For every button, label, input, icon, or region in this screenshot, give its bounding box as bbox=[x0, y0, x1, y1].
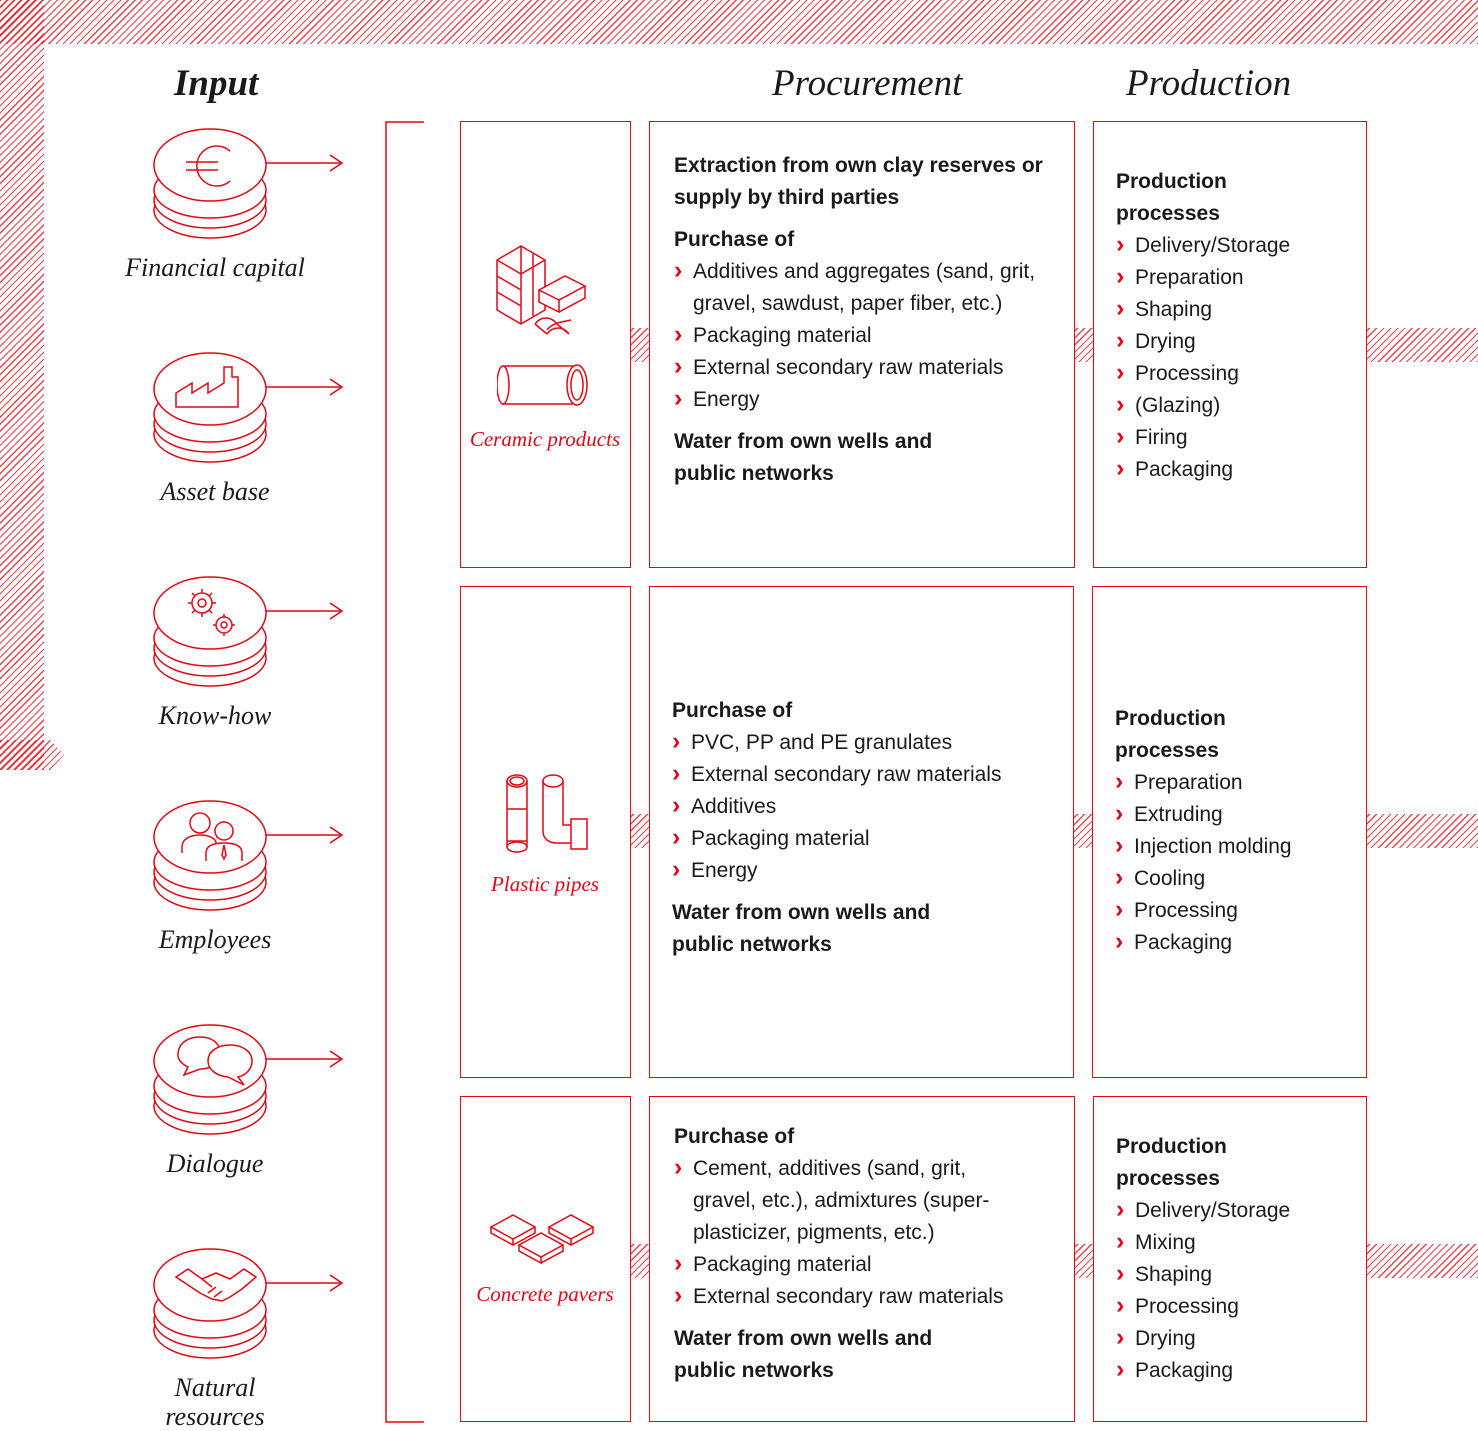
production-step: Processing bbox=[1115, 893, 1356, 927]
procurement-heading: Purchase of bbox=[674, 1125, 795, 1148]
production-step: Packaging bbox=[1116, 1353, 1356, 1387]
speech-bubbles-icon bbox=[177, 1036, 253, 1086]
procurement-heading: Extraction from own clay reserves or sup… bbox=[674, 154, 1043, 209]
procurement-item: Additives and aggregates (sand, grit, gr… bbox=[674, 254, 1064, 320]
capital-asset-base: Asset base bbox=[120, 349, 360, 539]
procurement-item: External secondary raw materials bbox=[674, 1279, 1064, 1313]
production-title: Production processes bbox=[1116, 1135, 1227, 1190]
procurement-heading: Water from own wells and public networks bbox=[674, 430, 933, 485]
production-step: Preparation bbox=[1116, 260, 1356, 294]
heading-procurement: Procurement bbox=[772, 63, 963, 104]
production-box-plastic: Production processes Preparation Extrudi… bbox=[1092, 586, 1367, 1078]
product-box-plastic: Plastic pipes bbox=[460, 586, 631, 1078]
procurement-heading: Purchase of bbox=[674, 228, 795, 251]
plastic-pipes-icon bbox=[506, 774, 588, 853]
capital-label: Employees bbox=[158, 925, 272, 954]
production-step: Delivery/Storage bbox=[1116, 1193, 1356, 1227]
procurement-item: External secondary raw materials bbox=[674, 350, 1064, 384]
production-step: Processing bbox=[1116, 1289, 1356, 1323]
production-box-ceramic: Production processes Delivery/Storage Pr… bbox=[1093, 121, 1367, 568]
procurement-item: Energy bbox=[672, 853, 1063, 887]
production-step: Extruding bbox=[1115, 797, 1356, 831]
production-step: Drying bbox=[1116, 324, 1356, 358]
production-title: Production processes bbox=[1116, 170, 1227, 225]
hatch-connector bbox=[1074, 328, 1094, 362]
euro-icon bbox=[186, 145, 231, 187]
product-box-ceramic: Ceramic products bbox=[460, 121, 631, 568]
handshake-icon bbox=[174, 1268, 258, 1302]
procurement-item: External secondary raw materials bbox=[672, 757, 1063, 791]
product-box-concrete: Concrete pavers bbox=[460, 1096, 631, 1422]
procurement-item: PVC, PP and PE granulates bbox=[672, 725, 1063, 759]
pavers-icon bbox=[489, 1214, 595, 1265]
hatch-top-band bbox=[0, 0, 1478, 44]
production-step: Firing bbox=[1116, 420, 1356, 454]
procurement-heading: Purchase of bbox=[672, 699, 793, 722]
gears-icon bbox=[188, 589, 235, 636]
production-step: Packaging bbox=[1116, 452, 1356, 486]
capital-know-how: Know-how bbox=[120, 573, 360, 763]
production-step: Processing bbox=[1116, 356, 1356, 390]
capital-label: Natural resources bbox=[165, 1373, 265, 1431]
procurement-item: Packaging material bbox=[672, 821, 1063, 855]
capital-dialogue: Dialogue bbox=[120, 1021, 360, 1211]
people-icon bbox=[181, 812, 243, 861]
coin-stack-icon bbox=[153, 576, 344, 687]
hatch-connector bbox=[1074, 814, 1094, 848]
capital-label: Financial capital bbox=[125, 253, 305, 282]
capital-financial: Financial capital bbox=[120, 125, 360, 315]
procurement-heading: Water from own wells and public networks bbox=[672, 901, 931, 956]
production-step: Shaping bbox=[1116, 292, 1356, 326]
production-step: Preparation bbox=[1115, 765, 1356, 799]
capital-label: Asset base bbox=[160, 477, 270, 506]
procurement-box-plastic: Purchase of PVC, PP and PE granulates Ex… bbox=[649, 586, 1074, 1078]
heading-production: Production bbox=[1126, 63, 1292, 104]
product-label: Ceramic products bbox=[469, 427, 621, 451]
production-step: Injection molding bbox=[1115, 829, 1356, 863]
production-step: Drying bbox=[1116, 1321, 1356, 1355]
input-bracket bbox=[385, 121, 424, 1423]
procurement-heading: Water from own wells and public networks bbox=[674, 1327, 933, 1382]
procurement-item: Packaging material bbox=[674, 1247, 1064, 1281]
hatch-connector bbox=[1366, 1244, 1478, 1278]
bricks-icon bbox=[496, 245, 587, 335]
production-step: Packaging bbox=[1115, 925, 1356, 959]
production-box-concrete: Production processes Delivery/Storage Mi… bbox=[1093, 1096, 1367, 1422]
capitals-column: Financial capital Asset base bbox=[120, 125, 360, 1431]
hatch-left-band bbox=[0, 0, 44, 770]
procurement-item: Packaging material bbox=[674, 318, 1064, 352]
capital-natural-resources: Natural resources bbox=[120, 1245, 360, 1431]
capital-label: Know-how bbox=[158, 701, 272, 730]
hatch-connector bbox=[1366, 328, 1478, 362]
hatch-connector bbox=[630, 1244, 650, 1278]
procurement-item: Additives bbox=[672, 789, 1063, 823]
hatch-connector bbox=[630, 814, 650, 848]
hatch-connector bbox=[1074, 1244, 1094, 1278]
capital-employees: Employees bbox=[120, 797, 360, 987]
procurement-box-concrete: Purchase of Cement, additives (sand, gri… bbox=[649, 1096, 1075, 1422]
procurement-item: Cement, additives (sand, grit, gravel, e… bbox=[674, 1151, 1033, 1249]
ceramic-pipe-icon bbox=[497, 364, 588, 406]
hatch-connector bbox=[630, 328, 650, 362]
product-label: Concrete pavers bbox=[476, 1282, 614, 1306]
factory-icon bbox=[175, 366, 239, 408]
coin-stack-icon bbox=[153, 128, 344, 239]
product-label: Plastic pipes bbox=[491, 872, 599, 896]
production-step: Mixing bbox=[1116, 1225, 1356, 1259]
production-step: Delivery/Storage bbox=[1116, 228, 1356, 262]
production-step: Shaping bbox=[1116, 1257, 1356, 1291]
production-step: (Glazing) bbox=[1116, 388, 1356, 422]
procurement-box-ceramic: Extraction from own clay reserves or sup… bbox=[649, 121, 1075, 568]
heading-input: Input bbox=[174, 63, 259, 104]
production-title: Production processes bbox=[1115, 707, 1226, 762]
hatch-bottom-left-band bbox=[0, 740, 64, 770]
production-step: Cooling bbox=[1115, 861, 1356, 895]
hatch-connector bbox=[1366, 814, 1478, 848]
capital-label: Dialogue bbox=[166, 1149, 264, 1178]
procurement-item: Energy bbox=[674, 382, 1064, 416]
